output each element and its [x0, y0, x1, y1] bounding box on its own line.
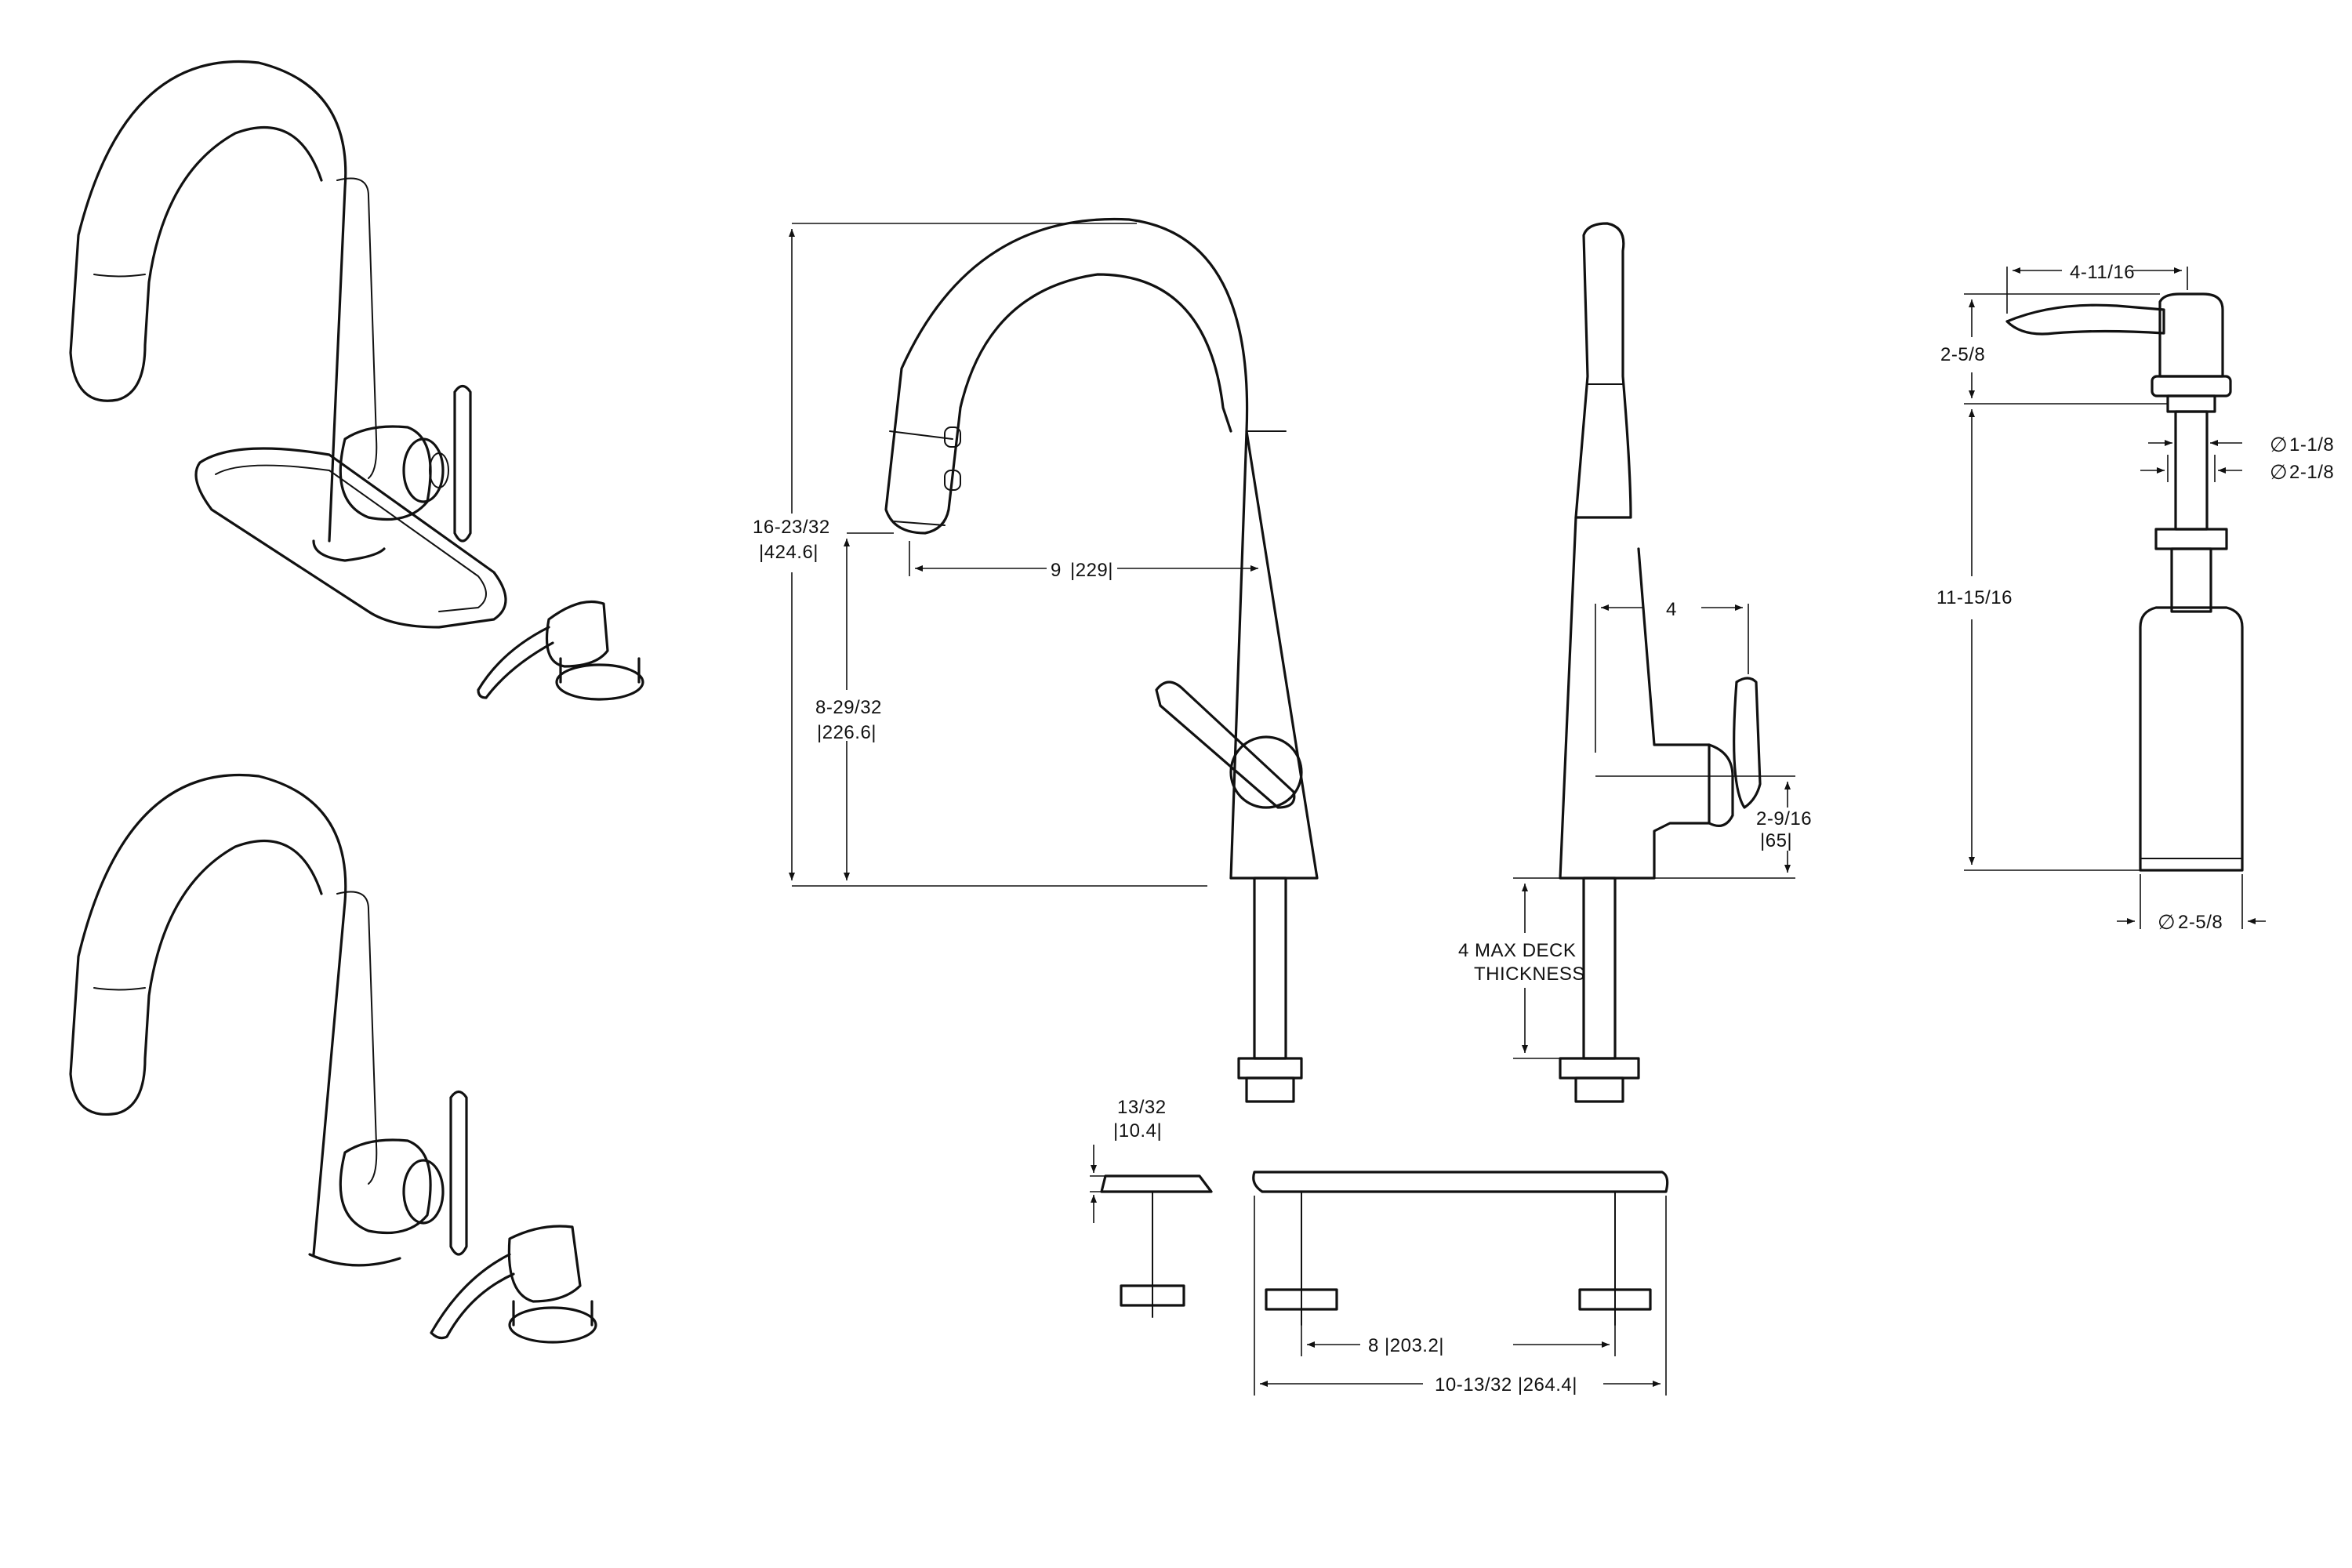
front-elevation: [884, 217, 1669, 1326]
deck-thickness-label-2: THICKNESS: [1474, 964, 1585, 985]
dispenser-bottle-dia-label: 2-5/8: [2178, 912, 2223, 933]
soap-dispenser-elevation: [2005, 292, 2244, 872]
handle-height-mm-label: |65|: [1760, 830, 1792, 851]
overall-height-label: 16-23/32: [753, 517, 830, 538]
dimension-lines: [789, 223, 2266, 1396]
escutcheon-thickness-mm-label: |10.4|: [1113, 1120, 1162, 1142]
shank-small-diameter-symbol: ∅: [2270, 434, 2288, 457]
escutcheon-length-label: 10-13/32 |264.4|: [1435, 1374, 1577, 1396]
spout-reach-mm-label: |229|: [1070, 560, 1113, 581]
shank-large-diameter-symbol: ∅: [2270, 461, 2288, 485]
deck-thickness-label-1: 4 MAX DECK: [1458, 940, 1576, 961]
escutcheon-thickness-label: 13/32: [1117, 1097, 1167, 1118]
overall-height-mm-label: |424.6|: [759, 542, 818, 563]
spout-clearance-mm-label: |226.6|: [817, 722, 877, 743]
spout-reach-label: 9: [1051, 560, 1062, 581]
iso-view-without-deckplate: [69, 774, 597, 1344]
hole-spacing-label: 8 |203.2|: [1368, 1335, 1444, 1356]
dispenser-shank-dia-large-label: 2-1/8: [2289, 462, 2334, 483]
dispenser-head-height-label: 2-5/8: [1940, 344, 1985, 365]
bottle-diameter-symbol: ∅: [2158, 911, 2176, 935]
iso-view-with-deckplate: [69, 60, 644, 701]
side-elevation: [1559, 222, 1762, 1103]
handle-offset-label: 4: [1666, 599, 1677, 620]
dispenser-shank-dia-small-label: 1-1/8: [2289, 434, 2334, 456]
dimension-labels: 16-23/32 |424.6| 8-29/32 |226.6| 9 |229|…: [753, 262, 2334, 1396]
spout-clearance-label: 8-29/32: [815, 697, 882, 718]
dispenser-shank-length-label: 11-15/16: [1936, 587, 2013, 608]
handle-height-label: 2-9/16: [1756, 808, 1812, 829]
dispenser-reach-label: 4-11/16: [2070, 262, 2135, 283]
